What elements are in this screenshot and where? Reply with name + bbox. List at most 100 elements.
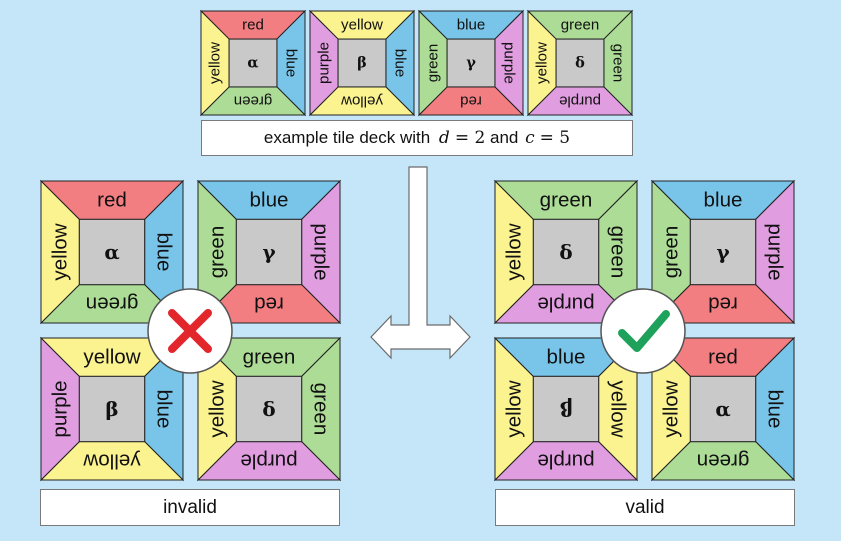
left-edge-label: green (206, 226, 229, 279)
tile-body: green green purple yellow δ (493, 179, 639, 325)
tile-center (532, 218, 600, 286)
deck-caption: example tile deck with d = 2 and c = 5 (201, 120, 633, 156)
tile-symbol: α (247, 55, 258, 72)
tile-symbol: α (104, 240, 119, 264)
tile-symbol: β (357, 55, 367, 72)
left-edge-label: yellow (534, 42, 551, 84)
tile-symbol: β (105, 397, 118, 421)
top-edge-label: blue (457, 17, 486, 34)
left-edge-label: purple (49, 380, 72, 437)
right-edge-label: blue (391, 49, 408, 78)
right-edge-label: green (606, 226, 629, 279)
bottom-edge-label: purple (559, 92, 601, 109)
tile-center (235, 375, 303, 443)
tile-symbol: δ (262, 397, 275, 421)
tile-center (337, 38, 387, 88)
caption-c-value: = 5 (539, 128, 571, 148)
left-edge-label: yellow (606, 380, 629, 437)
bottom-edge-label: red (254, 292, 284, 315)
top-edge-label: blue (250, 189, 289, 212)
tile-body: red blue green yellow α (650, 336, 796, 482)
invalid-label-text: invalid (163, 496, 217, 518)
caption-c-variable: c (525, 128, 535, 148)
right-edge-label: blue (763, 390, 786, 429)
right-edge-label: purple (309, 223, 332, 280)
tile-symbol: δ (559, 240, 572, 264)
top-edge-label: purple (537, 449, 594, 472)
tile-symbol: γ (716, 240, 730, 264)
tile-body: red blue green yellow α (199, 9, 307, 117)
tile-center (78, 375, 146, 443)
right-edge-label: blue (152, 390, 175, 429)
valid-arrangement: green green purple yellow δ blue purple red gree… (493, 179, 796, 482)
left-edge-label: yellow (660, 380, 683, 437)
check-icon (600, 288, 686, 374)
tile-center (555, 38, 605, 88)
invalid-arrangement: red blue green yellow α blue purple red green γ ye… (39, 179, 342, 482)
bottom-edge-label: yellow (341, 92, 383, 109)
left-edge-label: yellow (206, 380, 229, 437)
bottom-edge-label: purple (537, 292, 594, 315)
left-edge-label: green (425, 44, 442, 83)
verdict-marks (147, 288, 686, 374)
tile: green green purple yellow δ (493, 179, 639, 325)
left-edge-label: green (660, 226, 683, 279)
top-edge-label: green (561, 17, 600, 34)
tile-center (532, 375, 600, 443)
top-edge-label: green (243, 346, 296, 369)
left-edge-label: yellow (503, 223, 526, 280)
top-edge-label: green (540, 189, 593, 212)
top-edge-label: yellow (341, 17, 383, 34)
invalid-label: invalid (40, 489, 340, 526)
top-edge-label: blue (704, 189, 743, 212)
right-edge-label: purple (500, 42, 517, 84)
bottom-edge-label: red (460, 92, 482, 109)
tile-center (228, 38, 278, 88)
top-edge-label: red (97, 189, 127, 212)
tile: yellow blue yellow purple β (308, 9, 416, 117)
left-edge-label: yellow (49, 223, 72, 280)
tile-center (689, 218, 757, 286)
caption-prefix: example tile deck with (263, 128, 435, 147)
bottom-edge-label: blue (547, 346, 586, 369)
top-edge-label: red (242, 17, 264, 34)
caption-d-variable: d (438, 128, 450, 148)
right-edge-label: green (609, 44, 626, 83)
bottom-edge-label: red (708, 292, 738, 315)
top-edge-label: red (708, 346, 738, 369)
tile-center (446, 38, 496, 88)
tile-body: yellow blue yellow purple β (308, 9, 416, 117)
valid-label: valid (495, 489, 795, 526)
right-edge-label: blue (282, 49, 299, 78)
caption-d-value: = 2 (454, 128, 486, 148)
tile-center (689, 375, 757, 443)
right-edge-label: blue (152, 233, 175, 272)
valid-label-text: valid (625, 496, 665, 518)
tile-deck: red blue green yellow α yellow blue yellow purpl… (199, 9, 634, 117)
bottom-edge-label: green (697, 449, 750, 472)
tile-body: blue purple red green γ (417, 9, 525, 117)
double-arrow-icon (370, 166, 471, 360)
caption-middle: and (485, 128, 524, 147)
tile-center (78, 218, 146, 286)
tile-body: blue purple red green γ (196, 179, 342, 325)
tile: blue purple red green γ (196, 179, 342, 325)
tile: blue purple red green γ (417, 9, 525, 117)
tile-symbol: α (715, 397, 730, 421)
right-edge-label: green (309, 383, 332, 436)
bottom-edge-label: green (234, 92, 273, 109)
tile-symbol: γ (262, 240, 276, 264)
left-edge-label: yellow (207, 42, 224, 84)
tile-center (235, 218, 303, 286)
left-edge-label: purple (316, 42, 333, 84)
tile-symbol: γ (466, 55, 476, 72)
